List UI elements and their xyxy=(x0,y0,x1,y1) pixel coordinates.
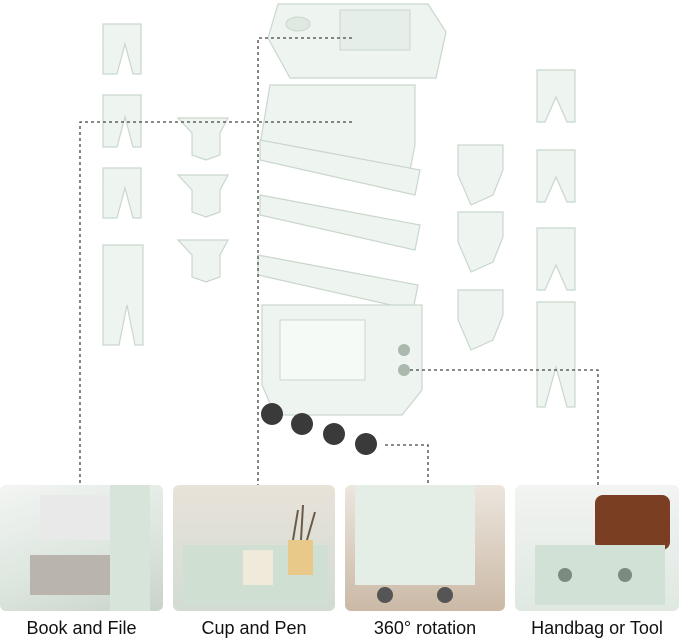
caption-360-rotation: 360° rotation xyxy=(373,618,477,638)
caption-handbag-or-tool: Handbag or Tool xyxy=(531,618,663,638)
handbag-photo xyxy=(515,485,679,611)
top-tray-part xyxy=(267,3,447,79)
right-leg-parts xyxy=(536,69,576,408)
cup-and-pen-photo xyxy=(173,485,335,611)
dashed-leader-lines xyxy=(79,37,599,485)
right-clip-parts xyxy=(457,144,504,351)
left-connector-parts xyxy=(102,23,144,346)
book-and-file-photo xyxy=(0,485,163,611)
small-bracket-parts xyxy=(176,117,229,283)
caster-wheels xyxy=(261,403,377,455)
caption-book-and-file: Book and File xyxy=(26,618,137,638)
caption-cup-and-pen: Cup and Pen xyxy=(201,618,307,638)
shelf-panels xyxy=(257,84,421,311)
bottom-bin-part xyxy=(261,304,423,416)
rotation-photo xyxy=(345,485,505,611)
